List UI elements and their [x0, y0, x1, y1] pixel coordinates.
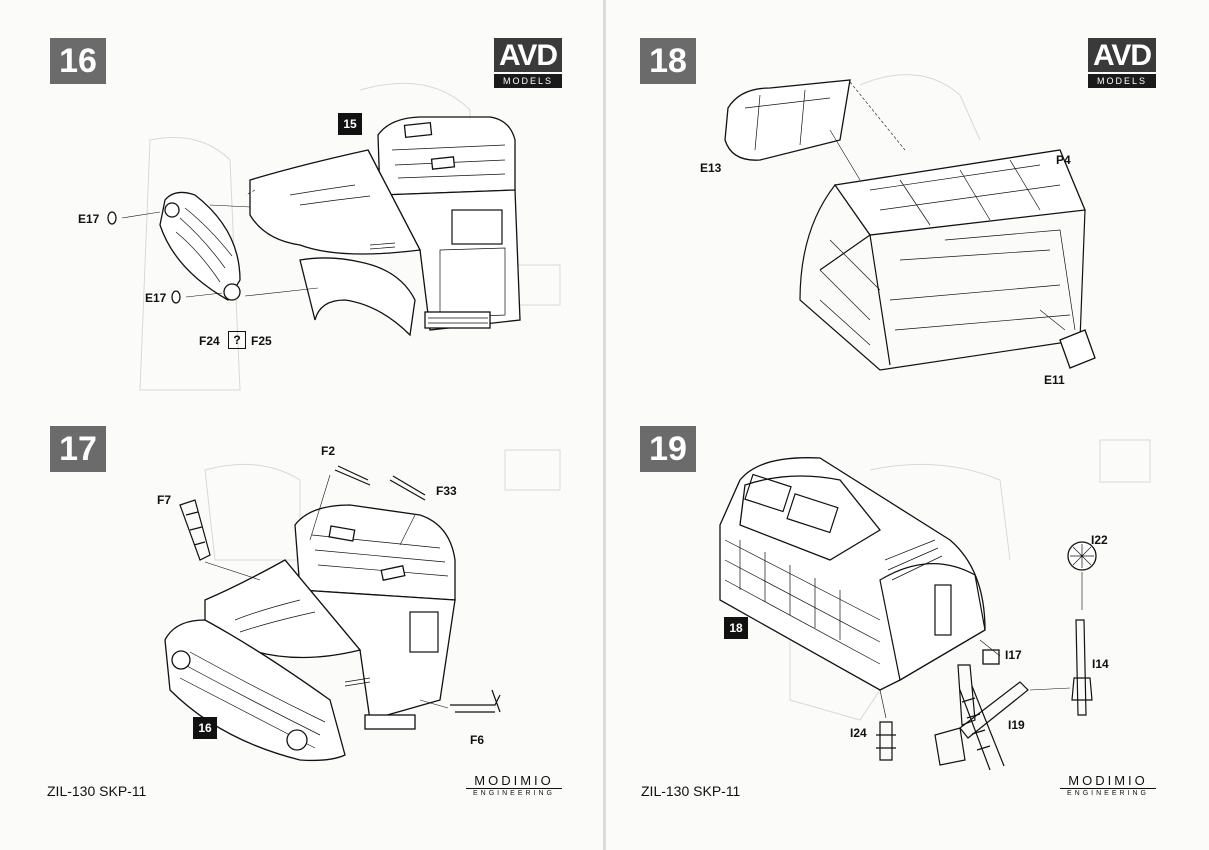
step-19-body-drawing — [719, 457, 1097, 771]
part-label-i19: I19 — [1008, 718, 1025, 732]
left-footer-title: ZIL-130 SKP-11 — [47, 783, 147, 799]
step-19-number: 19 — [640, 426, 696, 472]
engineering-text: ENGINEERING — [466, 788, 562, 797]
part-label-e13: E13 — [700, 161, 722, 175]
modimio-text: MODIMIO — [474, 773, 554, 788]
part-label-i14: I14 — [1092, 657, 1109, 671]
step-17-cab-drawing — [164, 465, 501, 762]
right-page — [606, 0, 1209, 850]
step-16-number: 16 — [50, 38, 106, 84]
right-footer-title: ZIL-130 SKP-11 — [641, 783, 741, 799]
part-label-f2: F2 — [321, 444, 336, 458]
step-19-subassembly-ref: 18 — [724, 617, 748, 639]
part-label-i17: I17 — [1005, 648, 1022, 662]
step-16-subassembly-ref: 15 — [338, 113, 362, 135]
part-label-i24: I24 — [850, 726, 867, 740]
left-modimio-logo: MODIMIO ENGINEERING — [466, 773, 562, 797]
right-modimio-logo: MODIMIO ENGINEERING — [1060, 773, 1156, 797]
part-label-e17-bottom: E17 — [145, 291, 167, 305]
modimio-text: MODIMIO — [1068, 773, 1148, 788]
page-fold — [603, 0, 606, 850]
avd-logo-text: AVD — [1088, 38, 1156, 72]
engineering-text: ENGINEERING — [1060, 788, 1156, 797]
part-label-e11: E11 — [1044, 373, 1065, 387]
part-label-i22: I22 — [1091, 533, 1108, 547]
part-label-f25: F25 — [251, 334, 272, 348]
avd-models-text: MODELS — [1088, 74, 1156, 88]
step-18-number: 18 — [640, 38, 696, 84]
part-label-e17-top: E17 — [78, 212, 100, 226]
part-choice-box: ? — [228, 331, 246, 349]
part-label-p4: P4 — [1056, 153, 1071, 167]
part-label-f6: F6 — [470, 733, 485, 747]
part-label-f24: F24 — [199, 334, 220, 348]
avd-models-logo: AVD MODELS — [494, 38, 562, 90]
avd-models-logo-right: AVD MODELS — [1088, 38, 1156, 90]
step-17-number: 17 — [50, 426, 106, 472]
step-18-frame-drawing — [724, 79, 1096, 371]
avd-logo-text: AVD — [494, 38, 562, 72]
step-17-subassembly-ref: 16 — [193, 717, 217, 739]
step-16-cab-drawing — [107, 116, 521, 337]
part-label-f7: F7 — [157, 493, 172, 507]
avd-models-text: MODELS — [494, 74, 562, 88]
part-label-f33: F33 — [436, 484, 457, 498]
